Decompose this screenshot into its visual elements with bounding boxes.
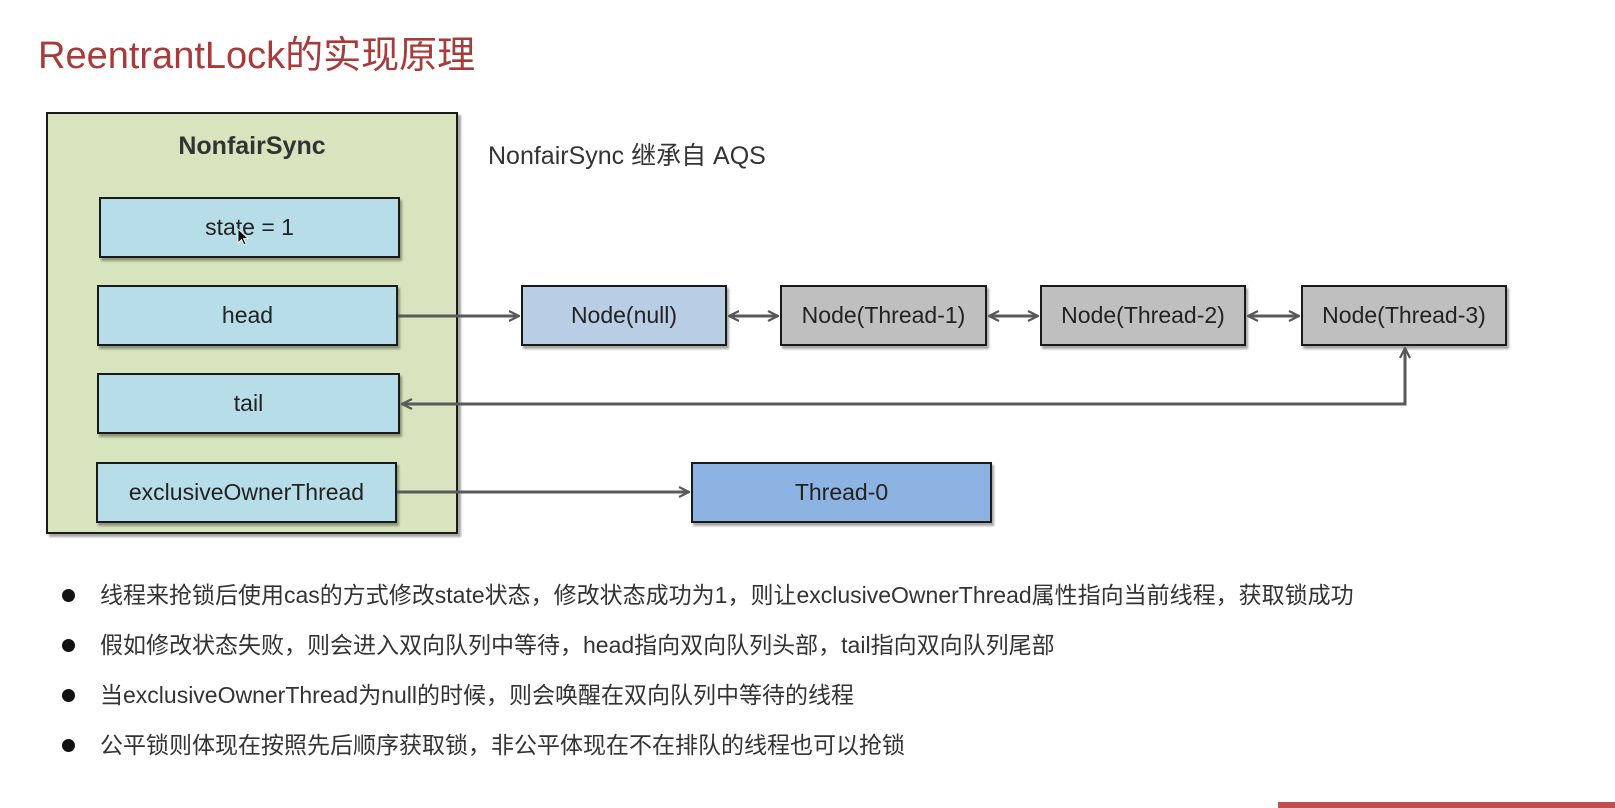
bullet-icon [62,739,75,752]
queue-node-thread-1: Node(Thread-1) [780,285,987,346]
list-item: 假如修改状态失败，则会进入双向队列中等待，head指向双向队列头部，tail指向… [60,624,1354,674]
page-title: ReentrantLock的实现原理 [38,35,476,77]
state-field: state = 1 [99,197,400,258]
bullet-icon [62,639,75,652]
mouse-pointer-icon [237,228,250,246]
owner-thread-box: Thread-0 [691,462,992,523]
queue-node-thread-2: Node(Thread-2) [1040,285,1246,346]
list-item-text: 线程来抢锁后使用cas的方式修改state状态，修改状态成功为1，则让exclu… [100,582,1354,608]
bullet-icon [62,589,75,602]
queue-node-null: Node(null) [521,285,727,346]
footer-accent-bar [1278,802,1615,808]
nonfairsync-title: NonfairSync [178,132,326,160]
exclusive-owner-thread-field: exclusiveOwnerThread [96,462,397,523]
tail-field: tail [97,373,400,434]
tail-to-node-arrow [402,348,1405,404]
inheritance-note: NonfairSync 继承自 AQS [488,142,766,170]
bullet-icon [62,689,75,702]
list-item: 线程来抢锁后使用cas的方式修改state状态，修改状态成功为1，则让exclu… [60,574,1354,624]
explanation-list: 线程来抢锁后使用cas的方式修改state状态，修改状态成功为1，则让exclu… [60,574,1354,774]
list-item: 当exclusiveOwnerThread为null的时候，则会唤醒在双向队列中… [60,674,1354,724]
queue-node-thread-3: Node(Thread-3) [1301,285,1507,346]
list-item: 公平锁则体现在按照先后顺序获取锁，非公平体现在不在排队的线程也可以抢锁 [60,724,1354,774]
list-item-text: 假如修改状态失败，则会进入双向队列中等待，head指向双向队列头部，tail指向… [100,632,1055,658]
list-item-text: 公平锁则体现在按照先后顺序获取锁，非公平体现在不在排队的线程也可以抢锁 [100,732,905,758]
head-field: head [97,285,398,346]
list-item-text: 当exclusiveOwnerThread为null的时候，则会唤醒在双向队列中… [100,682,855,708]
